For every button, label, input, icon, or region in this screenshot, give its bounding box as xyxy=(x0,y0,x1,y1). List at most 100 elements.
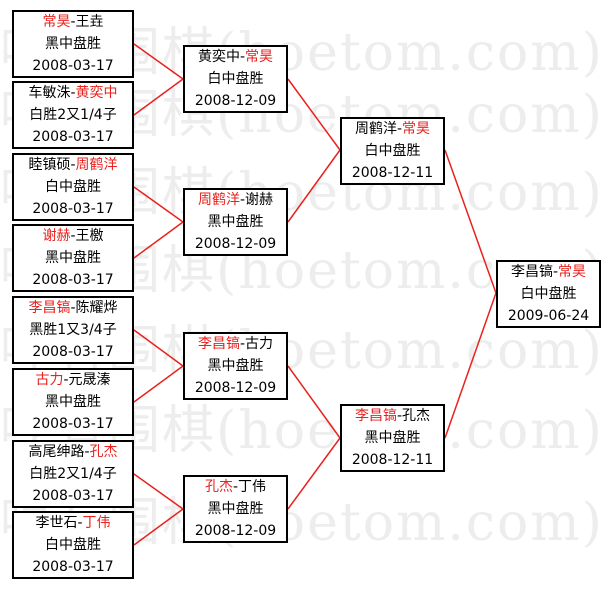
player-2: 陈耀烨 xyxy=(75,300,118,316)
player-2: 谢赫 xyxy=(245,192,274,208)
match-box-r1-7: 高尾绅路-孔杰 白胜2又1/4子 2008-03-17 xyxy=(12,440,134,508)
connector-r1-6 xyxy=(133,365,184,403)
player-1: 睦镇硕 xyxy=(28,157,71,173)
player-2: 常昊 xyxy=(402,121,431,137)
match-date: 2009-06-24 xyxy=(507,308,590,324)
separator: - xyxy=(396,408,403,424)
match-result: 黑中盘胜 xyxy=(207,358,264,374)
match-players: 常昊-王垚 xyxy=(14,11,132,33)
match-players: 李昌镐-常昊 xyxy=(498,261,599,283)
match-result: 白中盘胜 xyxy=(45,179,101,195)
match-box-r2-4: 孔杰-丁伟 黑中盘胜 2008-12-09 xyxy=(183,475,288,543)
match-box-semifinal-2: 李昌镐-孔杰 黑中盘胜 2008-12-11 xyxy=(340,404,445,472)
match-result: 黑中盘胜 xyxy=(45,250,101,266)
match-result: 白胜2又1/4子 xyxy=(29,466,117,482)
separator: - xyxy=(232,479,239,495)
connector-r1-2 xyxy=(133,78,184,116)
separator: - xyxy=(70,300,76,316)
connector-r1-7 xyxy=(133,473,184,510)
player-2: 王垚 xyxy=(75,14,104,30)
connector-r2-3 xyxy=(287,365,341,439)
match-players: 李世石-丁伟 xyxy=(14,512,132,534)
match-date: 2008-12-11 xyxy=(351,452,434,468)
match-players: 孔杰-丁伟 xyxy=(185,476,286,498)
connector-r1-8 xyxy=(133,508,184,546)
player-1: 周鹤洋 xyxy=(354,121,397,137)
match-box-r1-4: 谢赫-王檄 黑中盘胜 2008-03-17 xyxy=(12,224,134,292)
match-players: 黄奕中-常昊 xyxy=(185,46,286,68)
match-date: 2008-03-17 xyxy=(32,416,114,432)
match-players: 李昌镐-孔杰 xyxy=(342,405,443,427)
connector-r1-3 xyxy=(133,186,184,223)
connector-r1-1 xyxy=(133,43,184,80)
match-box-r1-5: 李昌镐-陈耀烨 黑胜1又3/4子 2008-03-17 xyxy=(12,296,134,364)
separator: - xyxy=(84,444,90,460)
separator: - xyxy=(70,228,76,244)
separator: - xyxy=(552,264,559,280)
match-box-r2-1: 黄奕中-常昊 白中盘胜 2008-12-09 xyxy=(183,45,288,113)
match-box-r1-3: 睦镇硕-周鹤洋 白中盘胜 2008-03-17 xyxy=(12,153,134,221)
match-date: 2008-03-17 xyxy=(32,129,114,145)
connector-r1-4 xyxy=(133,221,184,259)
player-2: 丁伟 xyxy=(238,479,267,495)
match-result: 白中盘胜 xyxy=(45,537,101,553)
player-1: 李昌镐 xyxy=(197,336,240,352)
match-date: 2008-03-17 xyxy=(32,344,114,360)
match-box-r2-2: 周鹤洋-谢赫 黑中盘胜 2008-12-09 xyxy=(183,188,288,256)
connector-sf-2 xyxy=(444,292,497,439)
player-1: 李世石 xyxy=(35,515,78,531)
connector-sf-1 xyxy=(444,149,497,294)
player-2: 周鹤洋 xyxy=(75,157,118,173)
match-players: 车敏洙-黄奕中 xyxy=(14,82,132,104)
match-players: 周鹤洋-谢赫 xyxy=(185,189,286,211)
match-players: 古力-元晟溱 xyxy=(14,369,132,391)
player-1: 李昌镐 xyxy=(28,300,71,316)
match-date: 2008-03-17 xyxy=(32,272,114,288)
separator: - xyxy=(239,192,246,208)
match-result: 黑胜1又3/4子 xyxy=(29,322,117,338)
match-result: 黑中盘胜 xyxy=(207,501,264,517)
separator: - xyxy=(70,14,76,30)
player-1: 谢赫 xyxy=(42,228,71,244)
separator: - xyxy=(63,372,69,388)
match-date: 2008-12-09 xyxy=(194,236,277,252)
player-1: 周鹤洋 xyxy=(197,192,240,208)
player-1: 车敏洙 xyxy=(28,85,71,101)
player-1: 李昌镐 xyxy=(510,264,553,280)
match-date: 2008-12-09 xyxy=(194,93,277,109)
connector-r1-5 xyxy=(133,329,184,367)
player-1: 高尾绅路 xyxy=(28,444,85,460)
match-players: 谢赫-王檄 xyxy=(14,225,132,247)
player-1: 常昊 xyxy=(42,14,71,30)
player-2: 孔杰 xyxy=(89,444,118,460)
player-2: 古力 xyxy=(245,336,274,352)
match-result: 白中盘胜 xyxy=(207,71,264,87)
separator: - xyxy=(396,121,403,137)
match-box-r1-1: 常昊-王垚 黑中盘胜 2008-03-17 xyxy=(12,10,134,78)
player-2: 常昊 xyxy=(558,264,587,280)
match-box-r1-6: 古力-元晟溱 黑中盘胜 2008-03-17 xyxy=(12,368,134,436)
match-players: 周鹤洋-常昊 xyxy=(342,118,443,140)
separator: - xyxy=(239,49,246,65)
player-1: 古力 xyxy=(35,372,64,388)
match-result: 白中盘胜 xyxy=(364,143,421,159)
match-date: 2008-12-09 xyxy=(194,380,277,396)
match-result: 白胜2又1/4子 xyxy=(29,107,117,123)
separator: - xyxy=(70,85,76,101)
match-box-semifinal-1: 周鹤洋-常昊 白中盘胜 2008-12-11 xyxy=(340,117,445,185)
match-date: 2008-03-17 xyxy=(32,58,114,74)
match-result: 白中盘胜 xyxy=(520,286,577,302)
player-1: 李昌镐 xyxy=(354,408,397,424)
match-players: 李昌镐-古力 xyxy=(185,333,286,355)
match-players: 睦镇硕-周鹤洋 xyxy=(14,154,132,176)
match-result: 黑中盘胜 xyxy=(207,214,264,230)
match-date: 2008-12-09 xyxy=(194,523,277,539)
separator: - xyxy=(77,515,83,531)
connector-r2-1 xyxy=(287,78,341,151)
player-1: 孔杰 xyxy=(204,479,233,495)
player-2: 黄奕中 xyxy=(75,85,118,101)
match-players: 高尾绅路-孔杰 xyxy=(14,441,132,463)
connector-r2-4 xyxy=(287,437,341,510)
match-date: 2008-03-17 xyxy=(32,559,114,575)
